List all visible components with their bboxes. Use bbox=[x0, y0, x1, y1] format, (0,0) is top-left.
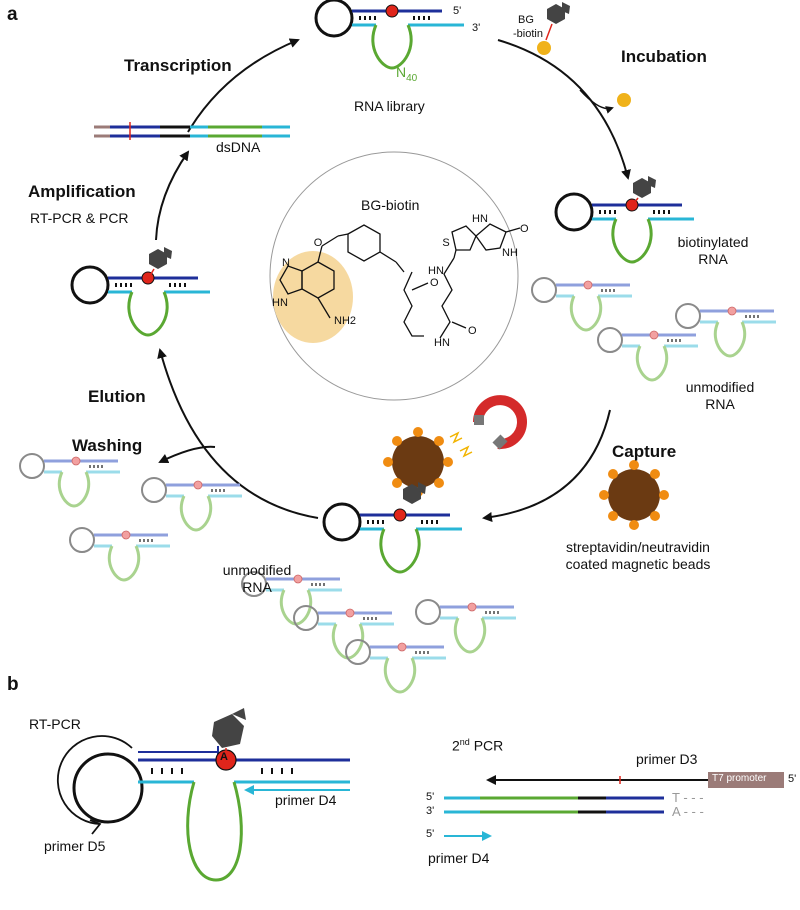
rt-pcr-tag-icon bbox=[212, 708, 246, 751]
unmodified-rna-2 bbox=[674, 302, 778, 358]
atom-nh: HN bbox=[434, 337, 450, 349]
rt-pcr-label: RT-PCR bbox=[29, 716, 81, 732]
center-circle bbox=[269, 151, 519, 401]
pcr-five-prime-bottom: 5' bbox=[426, 828, 435, 840]
center-title: BG-biotin bbox=[361, 197, 420, 213]
atom-o: O bbox=[430, 277, 439, 289]
washed-rna-1 bbox=[18, 452, 122, 508]
primer-d4-label-rt: primer D4 bbox=[275, 792, 337, 808]
primer-d5-label: primer D5 bbox=[44, 838, 106, 854]
primer-d3-label: primer D3 bbox=[636, 751, 698, 767]
unmodified-label-right-2: RNA bbox=[705, 396, 735, 412]
atom-o: O bbox=[520, 223, 529, 235]
unbound-rna-2 bbox=[414, 598, 518, 654]
washed-rna-2 bbox=[140, 476, 244, 532]
atom-s: S bbox=[442, 237, 449, 249]
rna-library-label: RNA library bbox=[354, 98, 425, 114]
unmodified-label-right-1: unmodified bbox=[685, 379, 755, 395]
t7-promoter-label: T7 promoter bbox=[712, 773, 767, 784]
atom-nh2: NH2 bbox=[334, 315, 356, 327]
atom-nh: NH bbox=[502, 247, 518, 259]
arrow-capture bbox=[482, 409, 611, 522]
bg-biotin-reagent bbox=[537, 2, 570, 55]
atom-o: O bbox=[314, 237, 323, 249]
bg-biotin-reagent-label-1: BG bbox=[518, 14, 534, 26]
arrow-amplification bbox=[155, 150, 190, 241]
step-incubation: Incubation bbox=[621, 47, 707, 66]
washed-rna-3 bbox=[68, 526, 172, 582]
three-prime-label: 3' bbox=[472, 22, 481, 34]
adenosine-label: A bbox=[220, 751, 228, 763]
biotinylated-label-2: RNA bbox=[698, 251, 728, 267]
bound-tag-icon bbox=[633, 176, 656, 198]
bg-biotin-atoms: O NH2 HN N HN HN S NH HN O O O bbox=[272, 213, 529, 349]
five-prime-label: 5' bbox=[453, 5, 462, 17]
step-capture: Capture bbox=[612, 442, 677, 461]
arrow-elution bbox=[157, 348, 319, 519]
bead-legend-icon bbox=[599, 460, 669, 530]
primer-d4-label-pcr: primer D4 bbox=[428, 850, 490, 866]
captured-rna-construct bbox=[322, 502, 464, 574]
step-transcription: Transcription bbox=[124, 56, 232, 75]
atom-o: O bbox=[468, 325, 477, 337]
a-overhang: A - - - bbox=[672, 804, 704, 819]
eluted-tag-icon bbox=[149, 247, 172, 269]
t-overhang: T - - - bbox=[672, 790, 704, 805]
n40-label: N40 bbox=[396, 64, 418, 84]
rt-pcr-construct bbox=[56, 735, 350, 882]
atom-hn: HN bbox=[472, 213, 488, 225]
dsdna-strand bbox=[94, 122, 290, 140]
unmodified-rna-3 bbox=[596, 326, 700, 382]
biotinylated-label-1: biotinylated bbox=[677, 234, 749, 250]
released-guanine bbox=[617, 93, 631, 107]
lightning-icon bbox=[449, 431, 473, 458]
unmodified-label-left-1: unmodified bbox=[222, 562, 292, 578]
t7-five-prime-label: 5' bbox=[788, 773, 797, 785]
panel-label-b: b bbox=[7, 674, 19, 695]
atom-n: N bbox=[282, 257, 290, 269]
unmodified-rna-1 bbox=[530, 276, 634, 332]
arrow-washing bbox=[158, 445, 216, 464]
step-amplification-subtitle: RT-PCR & PCR bbox=[30, 210, 129, 226]
bg-biotin-structure bbox=[279, 223, 521, 339]
arrow-transcription bbox=[187, 38, 300, 133]
atom-nh: HN bbox=[428, 265, 444, 277]
beads-label-2: coated magnetic beads bbox=[565, 556, 711, 572]
bg-biotin-reagent-label-2: -biotin bbox=[513, 28, 543, 40]
step-washing: Washing bbox=[72, 436, 143, 455]
magnet-icon bbox=[473, 395, 527, 450]
second-pcr-diagram bbox=[444, 772, 784, 841]
beads-label-1: streptavidin/neutravidin bbox=[566, 539, 710, 555]
rna-library-construct bbox=[314, 0, 456, 70]
arrow-release bbox=[579, 89, 614, 114]
panel-label-a: a bbox=[7, 4, 18, 25]
dsdna-label: dsDNA bbox=[216, 139, 261, 155]
step-amplification: Amplification bbox=[28, 182, 136, 201]
pcr-three-prime: 3' bbox=[426, 805, 435, 817]
pcr-five-prime-top: 5' bbox=[426, 791, 435, 803]
benzylguanine-highlight bbox=[273, 251, 353, 343]
eluted-rna-construct bbox=[70, 265, 212, 337]
arrow-incubation bbox=[497, 39, 631, 180]
unmodified-label-left-2: RNA bbox=[242, 579, 272, 595]
atom-hn: HN bbox=[272, 297, 288, 309]
step-elution: Elution bbox=[88, 387, 146, 406]
second-pcr-label: 2nd PCR bbox=[452, 737, 504, 754]
